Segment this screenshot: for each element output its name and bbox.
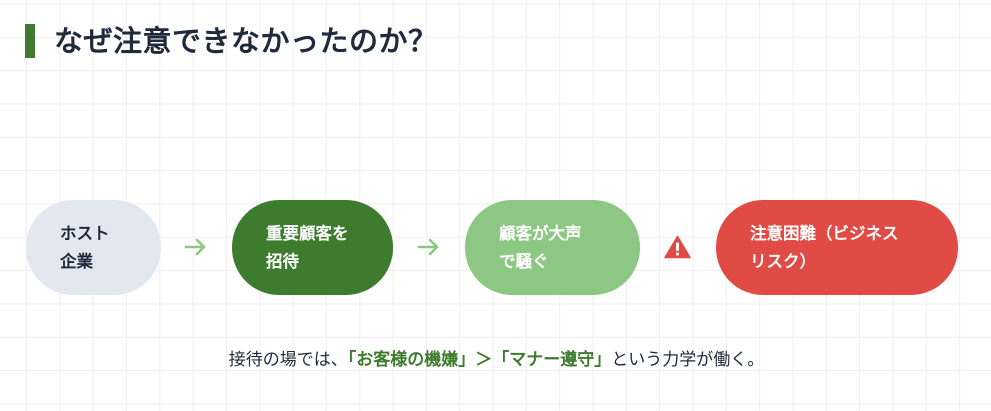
arrow-right-icon xyxy=(184,238,206,256)
page-title: なぜ注意できなかったのか？ xyxy=(54,24,438,58)
arrow-right-icon xyxy=(417,238,439,256)
caption: 接待の場では、「お客様の機嫌」＞「マナー遵守」という力学が働く。 xyxy=(0,347,991,373)
flow-node-invite-vip: 重要顧客を 招待 xyxy=(232,200,393,295)
flow-node-customer-loud: 顧客が大声 で騒ぐ xyxy=(465,200,640,295)
flow-node-label: 重要顧客を 招待 xyxy=(266,223,349,271)
warning-icon xyxy=(664,235,691,259)
flow-node-label: 注意困難（ビジネス リスク） xyxy=(750,223,899,271)
caption-emphasis: 「お客様の機嫌」＞「マナー遵守」 xyxy=(347,350,612,370)
flow-node-label: ホスト 企業 xyxy=(60,223,110,271)
heading-accent-bar xyxy=(25,24,35,58)
section-heading: なぜ注意できなかったのか？ xyxy=(25,24,438,58)
flow-node-label: 顧客が大声 で騒ぐ xyxy=(499,223,582,271)
caption-prefix: 接待の場では、 xyxy=(228,350,348,370)
caption-suffix: という力学が働く。 xyxy=(611,350,765,370)
flow-node-host-company: ホスト 企業 xyxy=(26,200,161,295)
flow-node-business-risk: 注意困難（ビジネス リスク） xyxy=(716,200,958,295)
